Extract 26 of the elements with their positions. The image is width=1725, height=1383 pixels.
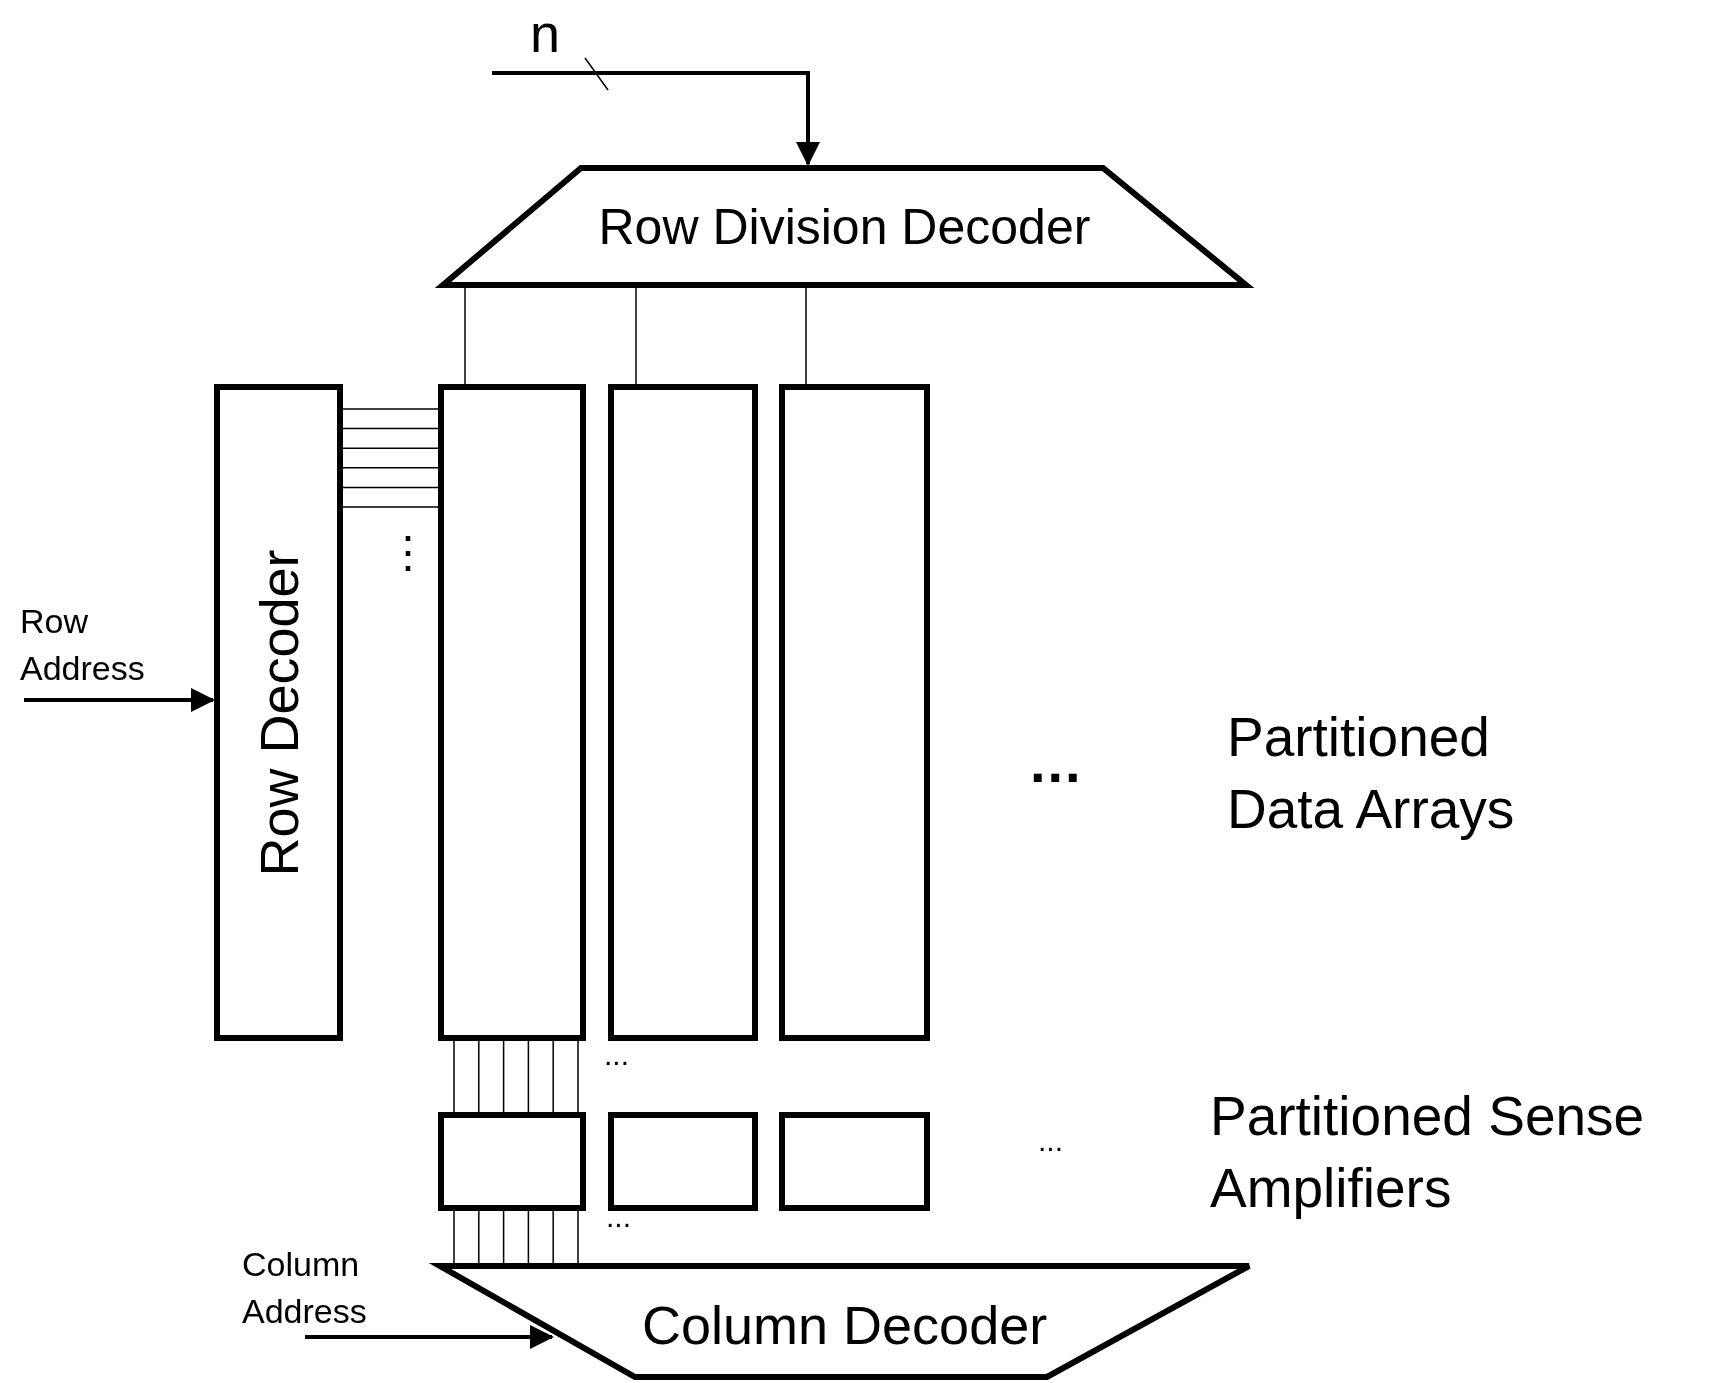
- edge-label: Column Address: [242, 1244, 368, 1332]
- arrow: [24, 688, 215, 712]
- block-label: Column Decoder: [642, 1298, 1048, 1352]
- side-label: Partitioned Data Arrays: [1227, 705, 1516, 842]
- ellipsis: ⋮: [386, 530, 430, 574]
- arrow: [492, 71, 820, 166]
- side-label: Partitioned Sense Amplifiers: [1210, 1084, 1646, 1221]
- connector-line: [453, 1210, 579, 1266]
- block-label: Row Division Decoder: [598, 201, 1091, 252]
- data-array-block: [779, 384, 930, 1041]
- ellipsis: ...: [1030, 735, 1083, 791]
- sense-amplifier-block: [438, 1112, 586, 1211]
- sense-amplifier-block: [779, 1112, 930, 1211]
- connector-line: [342, 408, 439, 508]
- edge-label: Row Address: [20, 601, 146, 689]
- ellipsis: ...: [604, 1040, 629, 1070]
- data-array-block: [438, 384, 586, 1041]
- block-label: Row Decoder: [251, 548, 306, 877]
- edge-label: n: [530, 6, 561, 60]
- ellipsis: ...: [1038, 1126, 1063, 1156]
- ellipsis: ...: [606, 1202, 631, 1232]
- arrow: [305, 1325, 554, 1349]
- sense-amplifier-block: [608, 1112, 758, 1211]
- decoder-block: [214, 384, 343, 1041]
- data-array-block: [608, 384, 758, 1041]
- connector-line: [453, 1040, 579, 1113]
